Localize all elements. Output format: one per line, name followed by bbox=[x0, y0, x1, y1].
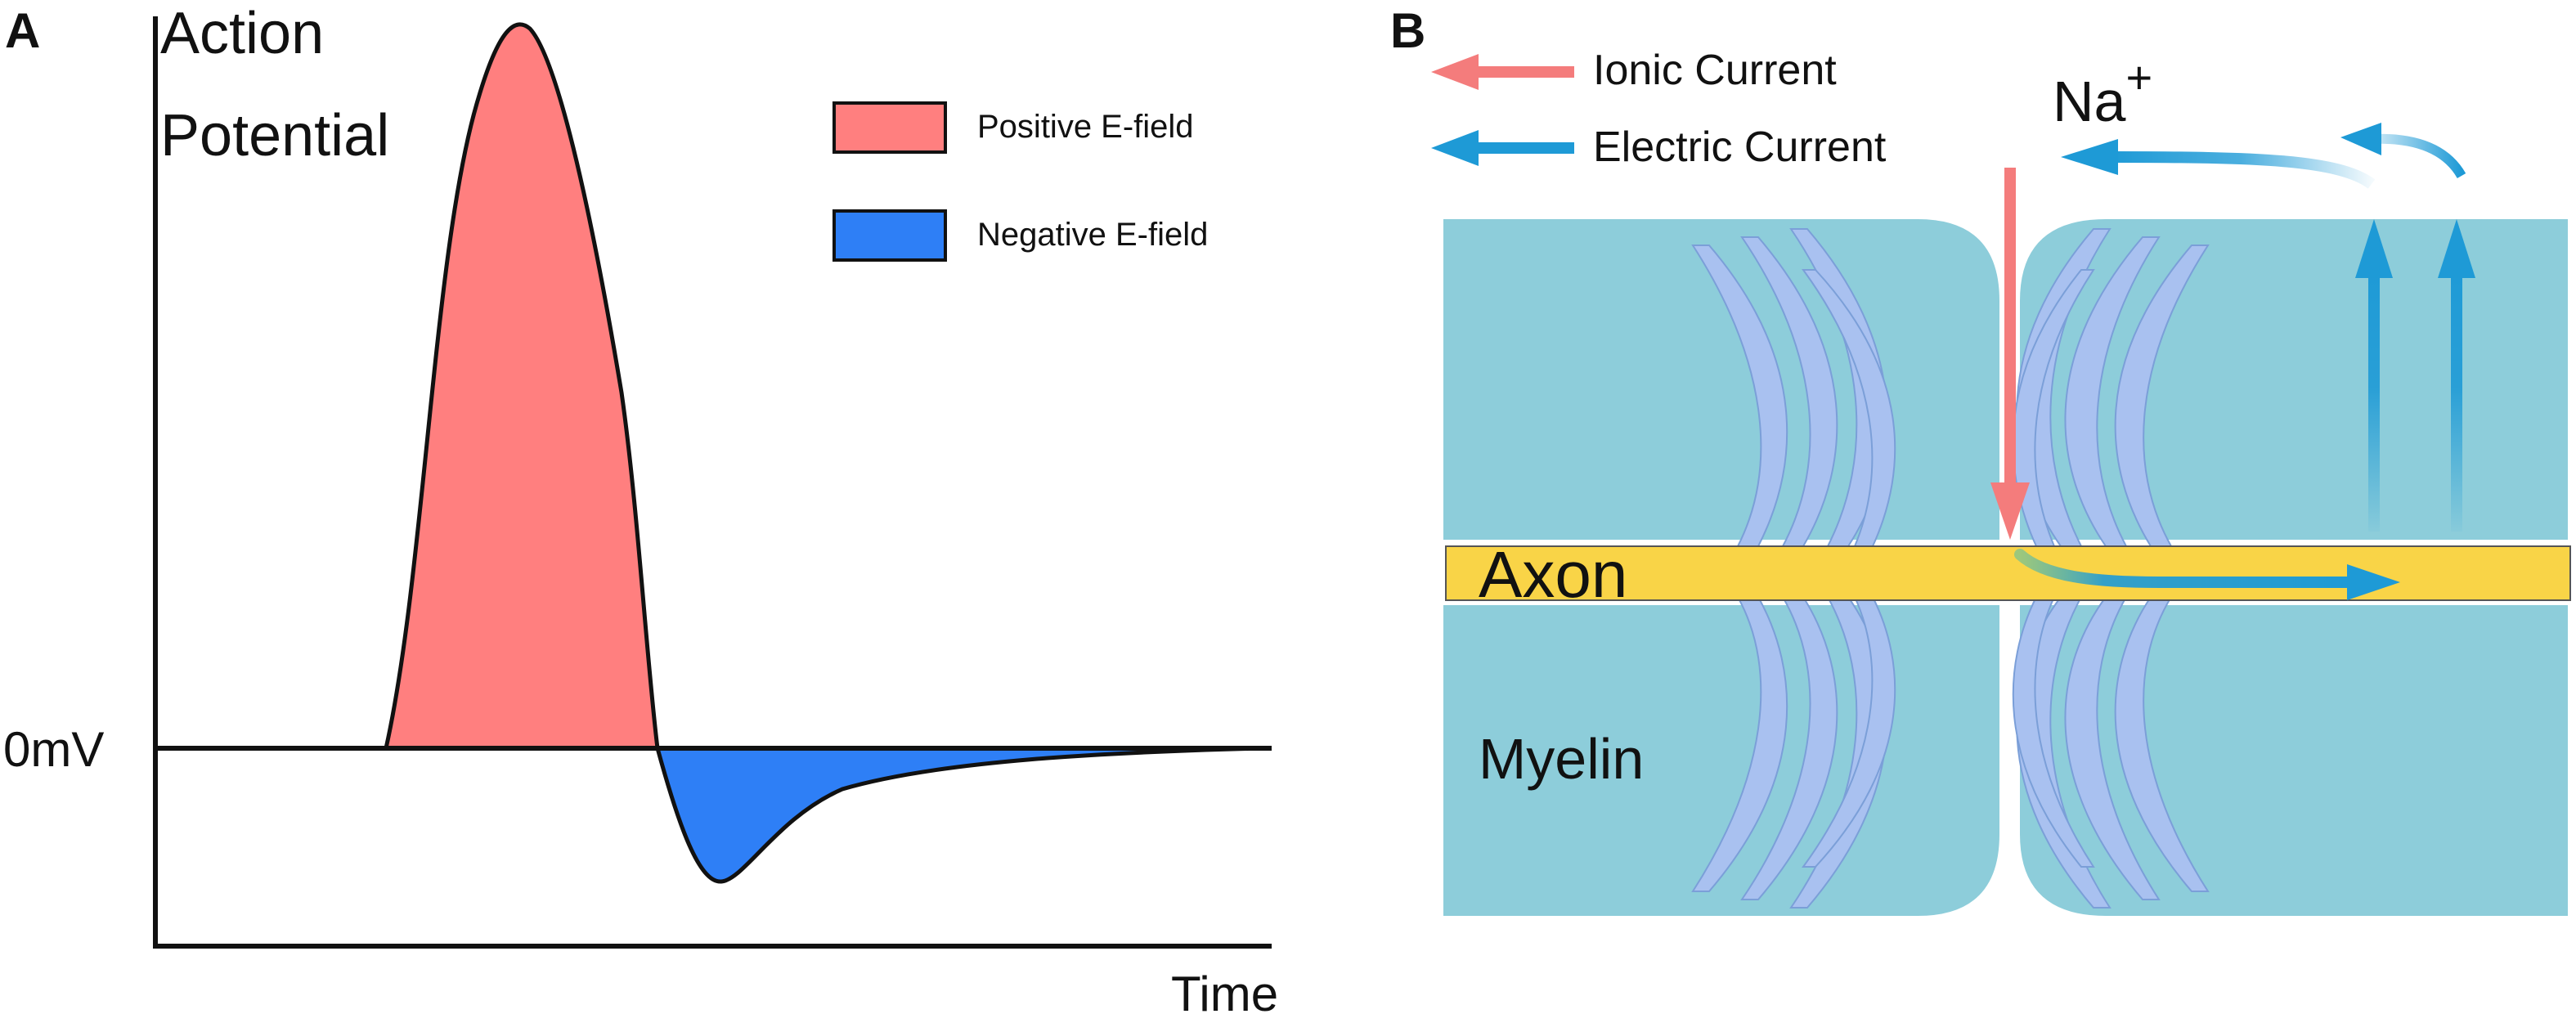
upward-current-arrow-2 bbox=[2438, 219, 2475, 532]
x-axis-label: Time bbox=[1171, 967, 1278, 1021]
sodium-ion-symbol: Na bbox=[2053, 70, 2126, 133]
legend-label-positive: Positive E-field bbox=[977, 109, 1194, 145]
axon-electric-current-arrow bbox=[2014, 549, 2400, 600]
legend-label-ionic-current: Ionic Current bbox=[1593, 47, 1837, 94]
panel-b-legend: Ionic Current Electric Current bbox=[1431, 47, 1887, 171]
axon-label: Axon bbox=[1479, 538, 1627, 611]
myelin-lamellae-upper-right bbox=[2012, 228, 2210, 547]
panel-a-legend: Positive E-field Negative E-field bbox=[832, 101, 1208, 262]
panel-a-letter: A bbox=[5, 3, 40, 58]
legend-label-negative: Negative E-field bbox=[977, 217, 1208, 253]
legend-electric-arrow-shaft bbox=[1468, 142, 1574, 154]
legend-swatch-negative bbox=[832, 209, 947, 262]
ionic-current-arrow-node bbox=[1990, 168, 2030, 540]
y-axis-label-line2: Potential bbox=[160, 103, 389, 168]
myelin-label: Myelin bbox=[1479, 727, 1644, 791]
panel-b-letter: B bbox=[1390, 3, 1425, 58]
legend-electric-arrow-head bbox=[1431, 130, 1479, 166]
sodium-ion-charge: + bbox=[2125, 52, 2152, 103]
leftward-current-arrow-top bbox=[2061, 139, 2376, 189]
curved-current-arrow-top bbox=[2340, 123, 2466, 179]
legend-label-electric-current: Electric Current bbox=[1593, 123, 1887, 171]
zero-mv-label: 0mV bbox=[3, 722, 104, 777]
negative-efield-area bbox=[654, 746, 1264, 884]
positive-efield-area bbox=[383, 22, 660, 751]
y-axis-label-line1: Action bbox=[160, 1, 324, 66]
legend-ionic-arrow-head bbox=[1431, 54, 1479, 90]
panel-a: A Action Potential 0mV Time Positive E-f… bbox=[3, 1, 1278, 1021]
sodium-ion-label: Na+ bbox=[2053, 52, 2152, 133]
upward-current-arrow-1 bbox=[2355, 219, 2393, 532]
legend-ionic-arrow-shaft bbox=[1468, 66, 1574, 78]
legend-swatch-positive bbox=[832, 101, 947, 154]
panel-b: B bbox=[1390, 3, 2571, 916]
axon bbox=[1445, 545, 2571, 601]
